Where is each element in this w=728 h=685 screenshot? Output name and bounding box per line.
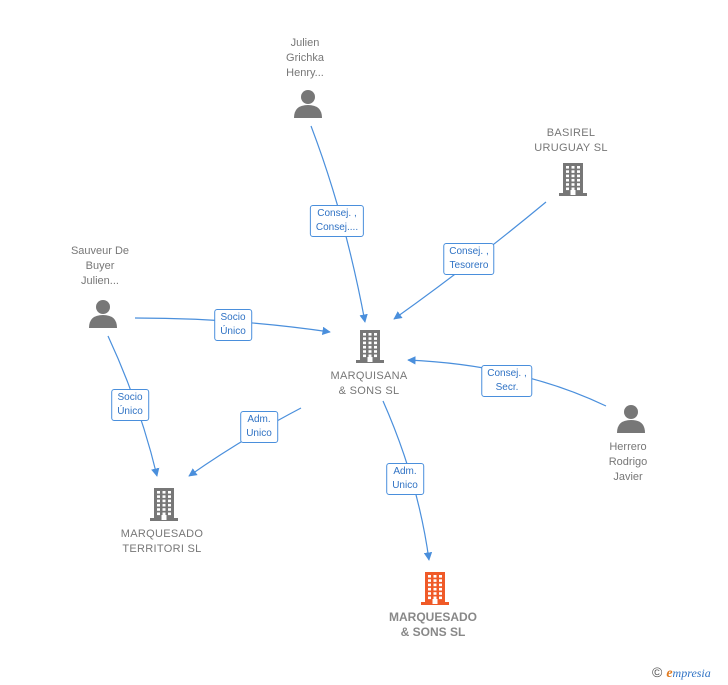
node-label-line: MARQUISANA — [330, 370, 408, 382]
edge-label-line: Único — [220, 326, 246, 337]
node-label-territori[interactable]: MARQUESADO TERRITORI SL — [121, 527, 203, 557]
edge-label-marquisana-marquesado[interactable]: Adm. Unico — [386, 463, 424, 495]
edge-label-line: Único — [117, 406, 143, 417]
node-label-line: & SONS SL — [338, 385, 400, 397]
edge-label-line: Consej. , — [317, 208, 357, 219]
edge-label-julien-marquisana[interactable]: Consej. , Consej.... — [309, 205, 365, 237]
node-label-line: BASIREL — [546, 127, 596, 139]
edge-label-marquisana-territori[interactable]: Adm. Unico — [240, 411, 278, 443]
building-icon-marquisana[interactable] — [355, 329, 385, 368]
node-label-line: URUGUAY SL — [534, 142, 608, 154]
node-label-marquesado[interactable]: MARQUESADO& SONS SL — [389, 610, 477, 640]
person-icon-herrero[interactable] — [616, 404, 646, 439]
edge-label-line: Unico — [246, 428, 272, 439]
node-label-basirel[interactable]: BASIREL URUGUAY SL — [534, 126, 608, 156]
node-label-line: Julien... — [81, 275, 119, 287]
node-label-line: Sauveur De — [70, 245, 130, 257]
building-icon-marquesado[interactable] — [420, 571, 450, 610]
edge-label-line: Adm. — [247, 414, 271, 425]
edge-label-line: Tesorero — [449, 260, 489, 271]
edge-label-line: Socio — [117, 392, 143, 403]
brand-watermark: ©empresia — [652, 664, 711, 682]
edge-label-line: Socio — [220, 312, 246, 323]
node-label-marquisana[interactable]: MARQUISANA & SONS SL — [331, 369, 408, 399]
edge-label-herrero-marquisana[interactable]: Consej. , Secr. — [481, 365, 533, 397]
edge-label-line: Consej.... — [315, 222, 359, 233]
node-label-line: Henry... — [286, 67, 324, 79]
person-icon-julien[interactable] — [293, 89, 323, 124]
edge-label-line: Unico — [392, 480, 418, 491]
node-label-line: TERRITORI SL — [122, 543, 202, 555]
node-label-line: Julien — [290, 37, 320, 49]
brand-name: mpresia — [672, 666, 711, 680]
person-icon-sauveur[interactable] — [88, 299, 118, 334]
node-label-line: MARQUESADO — [120, 528, 204, 540]
node-label-line: Rodrigo — [608, 456, 648, 468]
node-label-line: Javier — [613, 471, 643, 483]
edge-label-line: Consej. , — [487, 368, 527, 379]
brand-initial: e — [666, 666, 673, 681]
building-icon-basirel[interactable] — [558, 162, 588, 201]
building-icon-territori[interactable] — [149, 487, 179, 526]
node-label-line: MARQUESADO — [388, 610, 478, 624]
edge-label-line: Adm. — [393, 466, 417, 477]
node-label-line: Herrero — [609, 441, 647, 453]
edge-label-line: Secr. — [495, 382, 519, 393]
node-label-line: Buyer — [85, 260, 115, 272]
edge-label-line: Consej. , — [449, 246, 489, 257]
edge-label-basirel-marquisana[interactable]: Consej. , Tesorero — [443, 243, 495, 275]
node-label-line: & SONS SL — [400, 625, 466, 639]
node-label-line: Grichka — [286, 52, 324, 64]
copyright-symbol: © — [652, 664, 663, 680]
